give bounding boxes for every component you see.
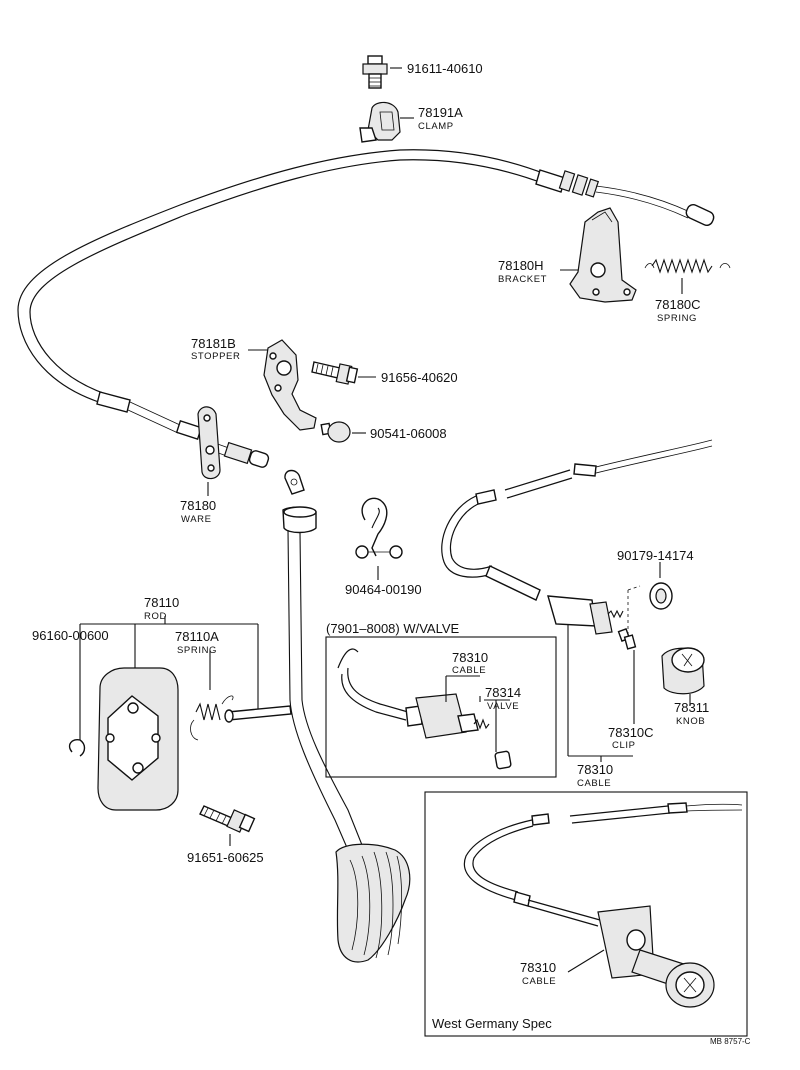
valve-box-title: (7901–8008) W/VALVE: [326, 621, 460, 636]
spring-78180C-icon: [644, 258, 731, 294]
drawing-code: MB 8757-C: [710, 1037, 751, 1046]
label-78311-name: KNOB: [676, 716, 705, 727]
label-78310-main-number: 78310: [577, 762, 613, 777]
label-91611-number: 91611-40610: [407, 61, 483, 76]
clip-90464-icon: [355, 497, 403, 580]
label-78180C-name: SPRING: [657, 313, 697, 324]
label-78191A-name: CLAMP: [418, 121, 454, 132]
label-78181B-number: 78181B: [191, 336, 236, 351]
label-78310-wg-number: 78310: [520, 960, 556, 975]
label-78310-box-name: CABLE: [452, 665, 486, 676]
label-78311-number: 78311: [674, 700, 709, 715]
pedal-bracket-plate-icon: [97, 667, 179, 811]
label-78314-name: VALVE: [487, 701, 519, 712]
label-96160-number: 96160-00600: [32, 628, 109, 643]
label-78310-box-number: 78310: [452, 650, 488, 665]
e-ring-icon: [68, 640, 86, 757]
label-78110A-name: SPRING: [177, 645, 217, 656]
knob-icon: [661, 647, 705, 706]
label-78180H-number: 78180H: [498, 258, 544, 273]
west-germany-spec-box: West Germany Spec: [424, 791, 748, 1037]
cable-end-threads: [223, 441, 270, 468]
label-78310-main-name: CABLE: [577, 778, 611, 789]
label-90464-number: 90464-00190: [345, 582, 422, 597]
valve-variant-box: (7901–8008) W/VALVE: [325, 621, 557, 778]
label-78180-number: 78180: [180, 498, 216, 513]
cable-78310-leader: [567, 624, 633, 762]
stopper-icon: [248, 339, 317, 431]
label-90179-number: 90179-14174: [617, 548, 694, 563]
west-germany-box-title: West Germany Spec: [432, 1016, 552, 1031]
label-78310C-number: 78310C: [608, 725, 654, 740]
rod-group-leader: [79, 616, 259, 710]
label-91656-number: 91656-40620: [381, 370, 458, 385]
nut-90179-icon: [627, 562, 673, 640]
bolt-91656-icon: [311, 361, 376, 385]
rod-icon: [224, 705, 292, 723]
cable-nut-upper: [558, 170, 600, 198]
cushion-icon: [320, 421, 366, 443]
label-78180H-name: BRACKET: [498, 274, 547, 285]
clamp-icon: [359, 101, 414, 143]
label-90541-number: 90541-06008: [370, 426, 447, 441]
label-78180C-number: 78180C: [655, 297, 701, 312]
label-78310C-name: CLIP: [612, 740, 636, 751]
valve-cable-icon: [337, 648, 512, 770]
choke-cable-icon: [441, 439, 713, 642]
label-78314-number: 78314: [485, 685, 521, 700]
label-78110-number: 78110: [144, 595, 179, 610]
bracket-icon: [560, 207, 637, 303]
label-78181B-name: STOPPER: [191, 351, 240, 362]
bolt-91611-icon: [362, 55, 402, 89]
ware-icon: [197, 406, 221, 496]
wg-cable-icon: [463, 802, 743, 1008]
label-91651-number: 91651-60625: [187, 850, 264, 865]
pedal-lever-icon: [282, 469, 411, 963]
clip-78310C-icon: [623, 634, 637, 724]
label-78180-name: WARE: [181, 514, 212, 525]
bolt-91651-icon: [199, 805, 256, 846]
label-78110-name: ROD: [144, 611, 167, 622]
label-78310-wg-name: CABLE: [522, 976, 556, 987]
label-78110A-number: 78110A: [175, 629, 219, 644]
spring-78110A-icon: [190, 695, 234, 741]
label-78191A-number: 78191A: [418, 105, 463, 120]
accelerator-cable: [17, 149, 715, 468]
